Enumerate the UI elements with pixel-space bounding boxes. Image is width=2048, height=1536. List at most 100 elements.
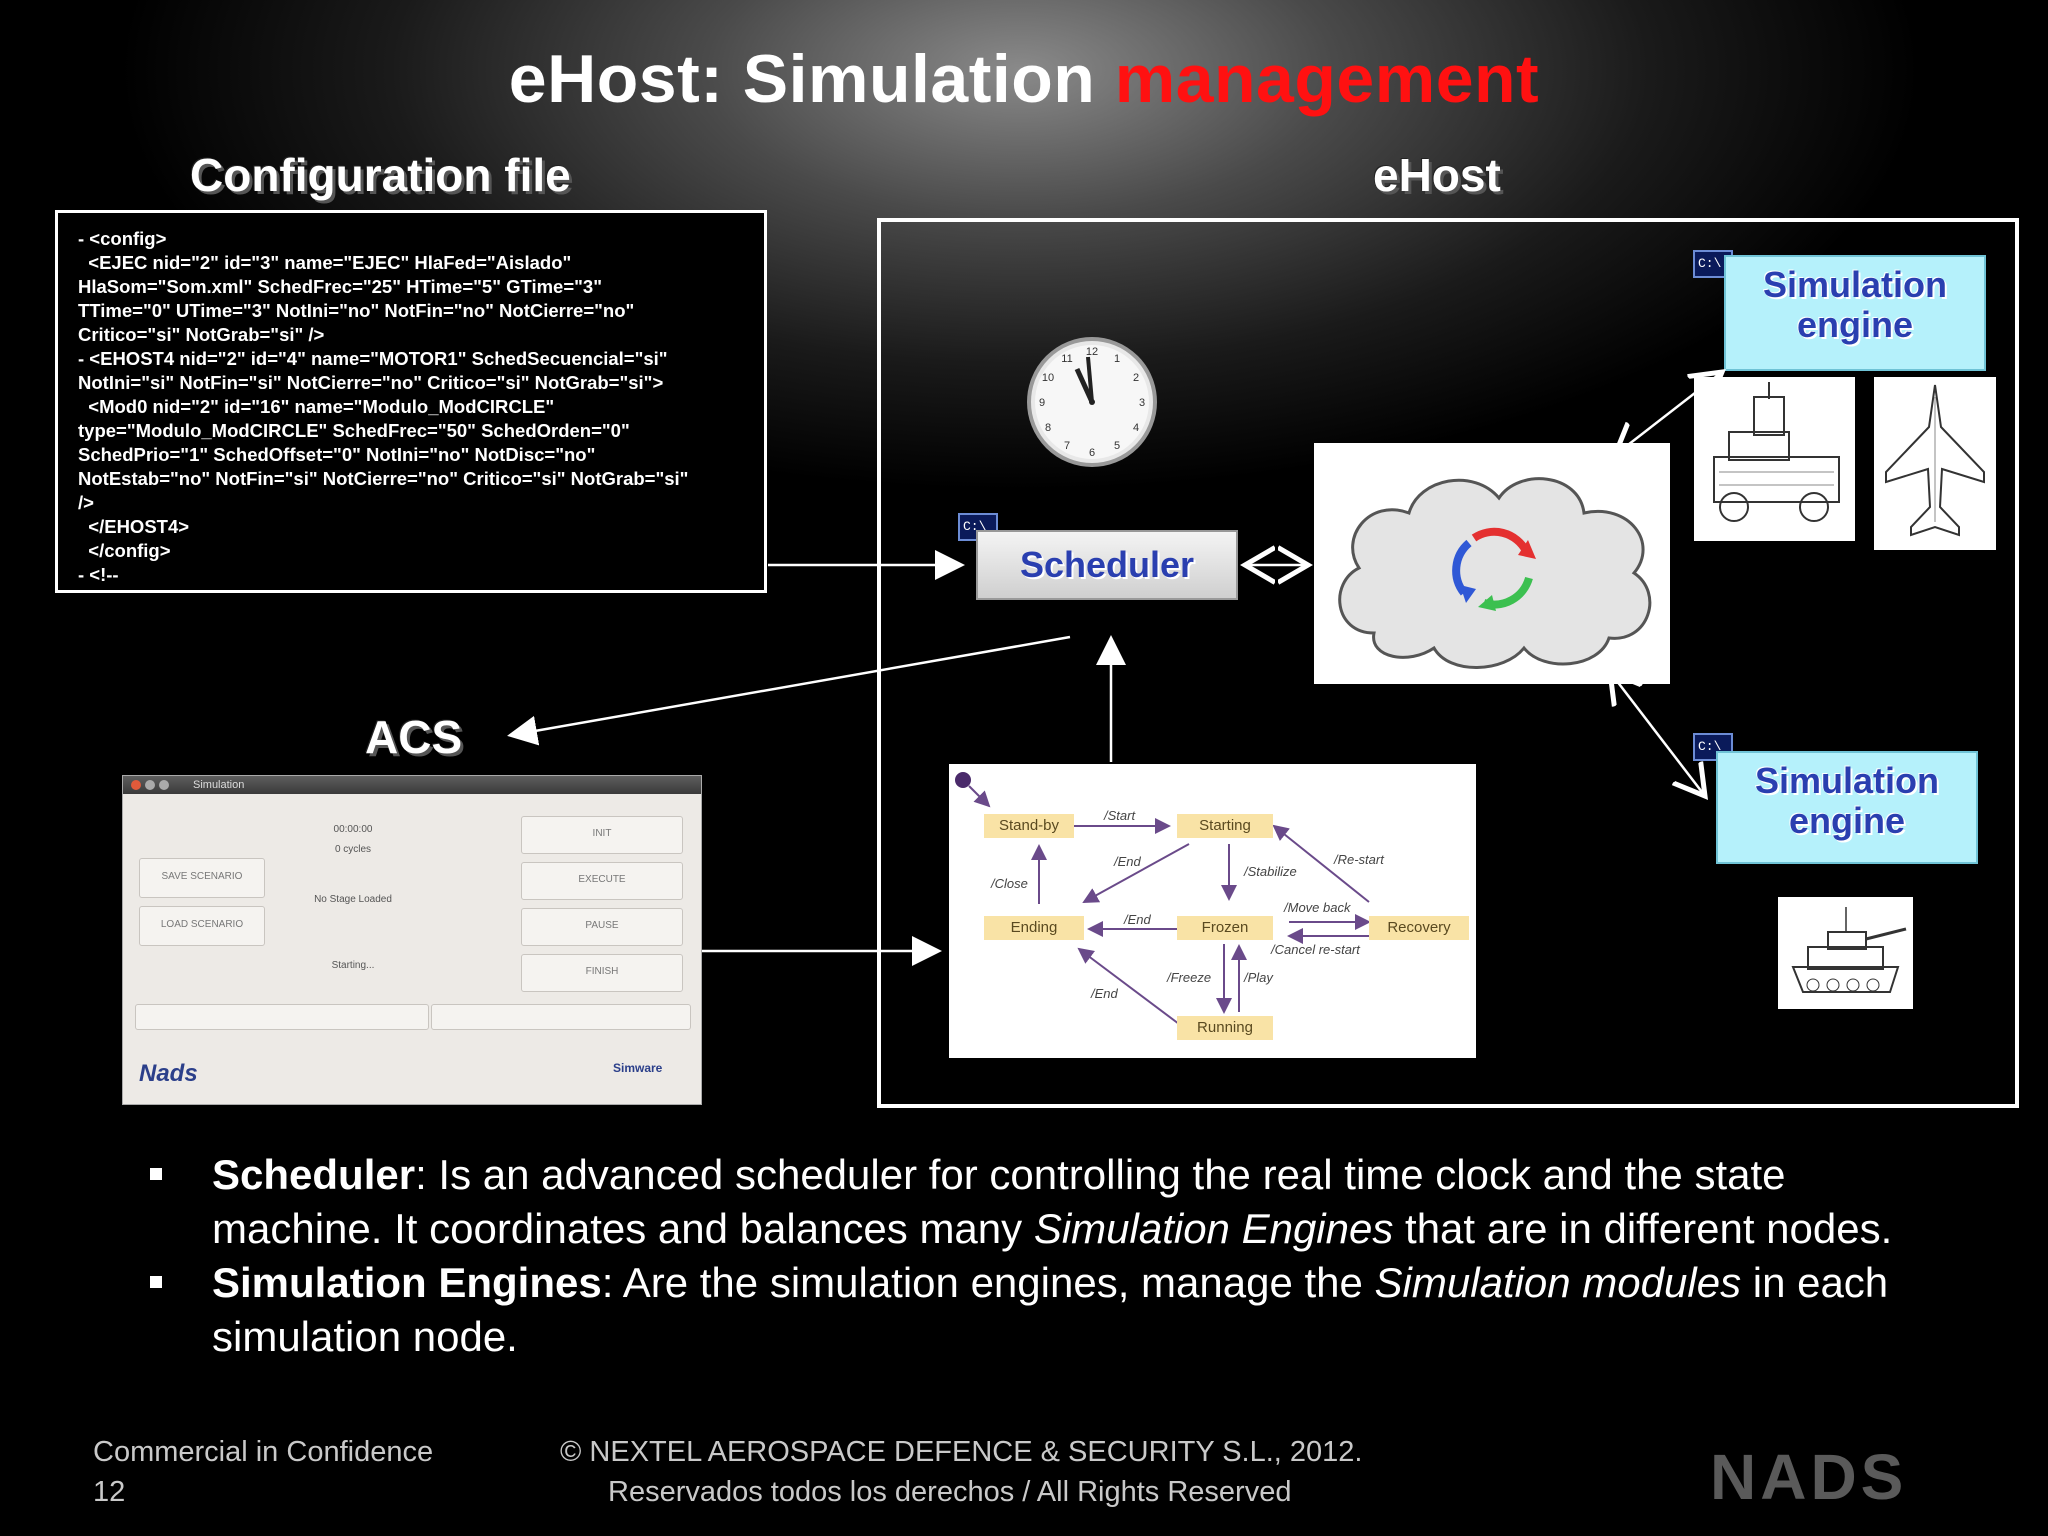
state-machine-arrows xyxy=(955,772,1371,1025)
state-starting: Starting xyxy=(1177,814,1273,838)
fighter-jet-image xyxy=(1874,377,1996,550)
init-button[interactable]: INIT xyxy=(521,816,683,854)
pause-button[interactable]: PAUSE xyxy=(521,908,683,946)
acs-cycles: 0 cycles xyxy=(334,844,372,855)
acs-heading: ACS xyxy=(365,711,463,763)
config-line: <EJEC nid="2" id="3" name="EJEC" HlaFed=… xyxy=(78,252,572,273)
bullet-item: Scheduler: Is an advanced scheduler for … xyxy=(150,1148,1950,1256)
truck-icon xyxy=(1713,382,1840,522)
state-ending: Ending xyxy=(984,916,1084,940)
svg-text:1: 1 xyxy=(1114,353,1120,365)
bullet-item: Simulation Engines: Are the simulation e… xyxy=(150,1256,1950,1364)
transition-label: /Close xyxy=(991,876,1028,891)
cloud-icon xyxy=(1338,477,1652,669)
bullet-text-b: in each simulation node. xyxy=(212,1259,1889,1360)
page-number: 12 xyxy=(93,1476,126,1508)
transition-label: /Cancel re-start xyxy=(1271,942,1360,957)
simware-brand: Simware xyxy=(613,1061,663,1075)
config-line: - <config> xyxy=(78,228,167,249)
ehost-frame xyxy=(877,218,2019,1108)
svg-text:9: 9 xyxy=(1039,397,1045,409)
network-cloud xyxy=(1314,443,1670,684)
bullet-text-b: that are in different nodes. xyxy=(1393,1205,1893,1252)
acs-titlebar: Simulation xyxy=(123,776,701,794)
transition-label: /Re-start xyxy=(1334,852,1384,867)
config-line: Critico="si" NotGrab="si" /> xyxy=(78,324,325,345)
transition-label: /End xyxy=(1124,912,1151,927)
svg-text:10: 10 xyxy=(1042,372,1054,384)
scheduler-box: Scheduler xyxy=(976,530,1238,600)
minimize-window-icon[interactable] xyxy=(145,780,155,790)
command-prompt-icon: C:\ xyxy=(1693,250,1733,278)
config-line: HlaSom="Som.xml" SchedFrec="25" HTime="5… xyxy=(78,276,602,297)
transition-label: /Play xyxy=(1244,970,1273,985)
nads-logo: NADS xyxy=(1710,1441,1908,1513)
config-line: type="Modulo_ModCIRCLE" SchedFrec="50" S… xyxy=(78,420,630,441)
scenario-select[interactable] xyxy=(135,1004,429,1030)
bullet-list: Scheduler: Is an advanced scheduler for … xyxy=(150,1148,1950,1364)
maximize-window-icon[interactable] xyxy=(159,780,169,790)
acs-window: Simulation SAVE SCENARIO LOAD SCENARIO 0… xyxy=(122,775,702,1105)
svg-text:5: 5 xyxy=(1114,440,1120,452)
config-line: NotEstab="no" NotFin="si" NotCierre="no"… xyxy=(78,468,689,489)
transition-label: /End xyxy=(1114,854,1141,869)
transition-label: /End xyxy=(1091,986,1118,1001)
simulation-engine-top: Simulation engine xyxy=(1724,255,1986,371)
copyright-line-1: © NEXTEL AEROSPACE DEFENCE & SECURITY S.… xyxy=(560,1436,1363,1468)
svg-text:6: 6 xyxy=(1089,447,1095,459)
finish-button[interactable]: FINISH xyxy=(521,954,683,992)
config-line: - <EHOST4 nid="2" id="4" name="MOTOR1" S… xyxy=(78,348,668,369)
stage-select[interactable] xyxy=(431,1004,691,1030)
config-line: SchedPrio="1" SchedOffset="0" NotIni="no… xyxy=(78,444,596,465)
bullet-emph: Simulation Engines xyxy=(1033,1205,1394,1252)
config-line: <Mod0 nid="2" id="16" name="Modulo_ModCI… xyxy=(78,396,555,417)
bullet-text-a: : Is an advanced scheduler for controlli… xyxy=(212,1151,1786,1252)
slide-title: eHost: Simulation management xyxy=(0,40,2048,118)
title-main: eHost: Simulation xyxy=(508,41,1115,117)
svg-text:3: 3 xyxy=(1139,397,1145,409)
ehost-heading: eHost xyxy=(1373,149,1501,201)
transition-label: /Start xyxy=(1104,808,1136,823)
tank-icon xyxy=(1791,907,1907,993)
svg-text:7: 7 xyxy=(1064,440,1070,452)
svg-text:8: 8 xyxy=(1045,422,1051,434)
load-scenario-button[interactable]: LOAD SCENARIO xyxy=(139,906,265,946)
acs-time: 00:00:00 xyxy=(333,824,373,835)
acs-status: Starting... xyxy=(331,960,375,971)
bullet-square-icon xyxy=(150,1276,162,1288)
config-line: NotIni="si" NotFin="si" NotCierre="no" C… xyxy=(78,372,664,393)
save-scenario-button[interactable]: SAVE SCENARIO xyxy=(139,858,265,898)
config-line: /> xyxy=(78,492,94,513)
acs-stage: No Stage Loaded xyxy=(314,894,392,905)
bullet-square-icon xyxy=(150,1168,162,1180)
state-recovery: Recovery xyxy=(1369,916,1469,940)
svg-text:4: 4 xyxy=(1133,422,1139,434)
transition-label: /Stabilize xyxy=(1244,864,1297,879)
execute-button[interactable]: EXECUTE xyxy=(521,862,683,900)
title-highlight: management xyxy=(1114,41,1540,117)
state-stand-by: Stand-by xyxy=(984,814,1074,838)
config-file-panel: - <config> <EJEC nid="2" id="3" name="EJ… xyxy=(55,210,767,593)
config-line: TTime="0" UTime="3" NotIni="no" NotFin="… xyxy=(78,300,635,321)
config-line: - <!-- xyxy=(78,564,119,585)
transition-label: /Move back xyxy=(1284,900,1351,915)
bullet-term: Simulation Engines xyxy=(212,1259,602,1306)
state-frozen: Frozen xyxy=(1177,916,1273,940)
jet-icon xyxy=(1885,384,1985,537)
config-line: </EHOST4> xyxy=(78,516,190,537)
tank-image xyxy=(1778,897,1913,1009)
nads-brand: Nads xyxy=(139,1060,198,1087)
bullet-term: Scheduler xyxy=(212,1151,416,1198)
config-file-heading: Configuration file xyxy=(190,149,571,201)
transition-label: /Freeze xyxy=(1167,970,1212,985)
close-window-icon[interactable] xyxy=(131,780,141,790)
simulation-engine-bottom: Simulation engine xyxy=(1716,751,1978,864)
svg-text:11: 11 xyxy=(1061,353,1072,365)
confidentiality-note: Commercial in Confidence xyxy=(93,1436,434,1468)
config-line: </config> xyxy=(78,540,171,561)
bullet-text-a: : Are the simulation engines, manage the xyxy=(601,1259,1375,1306)
copyright-line-2: Reservados todos los derechos / All Righ… xyxy=(608,1476,1292,1508)
